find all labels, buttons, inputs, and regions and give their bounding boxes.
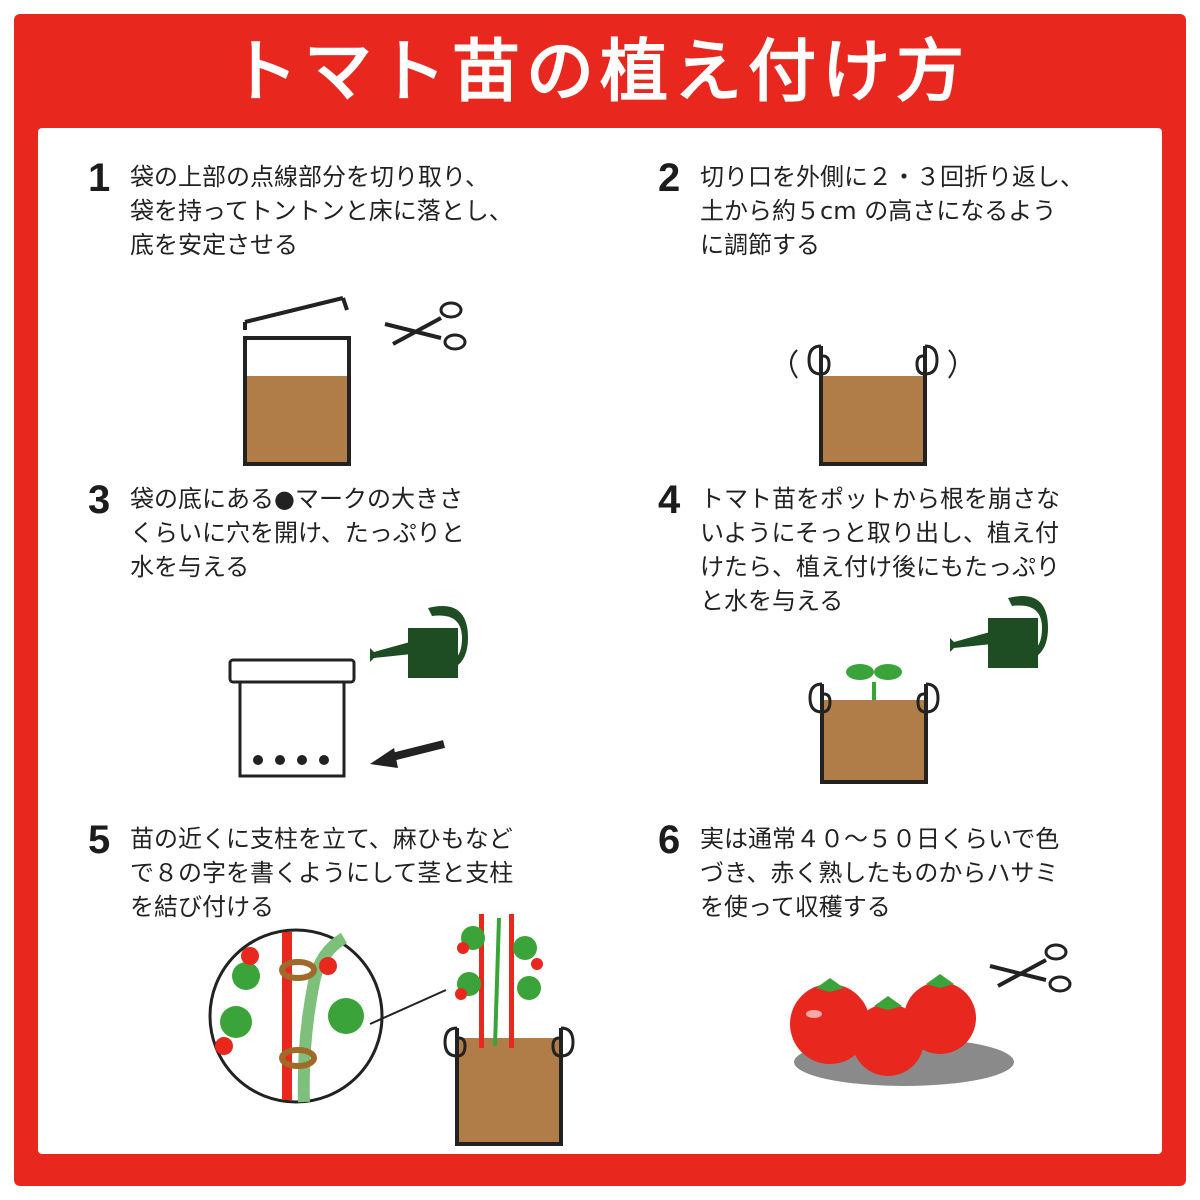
step-number: 3	[88, 478, 111, 522]
arrow-icon	[370, 740, 445, 768]
step-number: 4	[658, 478, 681, 522]
step-4: 4 トマト苗をポットから根を崩さな いようにそっと取り出し、植え付 けたら、植え…	[658, 478, 1138, 798]
tomato-plant-icon	[443, 914, 575, 1146]
step-text: トマト苗をポットから根を崩さな いようにそっと取り出し、植え付 けたら、植え付け…	[700, 485, 1060, 615]
step-number: 5	[88, 818, 111, 862]
seedling-bag-icon	[808, 664, 940, 784]
step-number: 1	[88, 156, 111, 200]
instructions-panel: 1 袋の上部の点線部分を切り取り、 袋を持ってトントンと床に落とし、 底を安定さ…	[38, 128, 1162, 1154]
step-text: 実は通常４０～５０日くらいで色 づき、赤く熟したものからハサミ を使って収穫する	[700, 825, 1060, 921]
tomatoes-icon	[790, 974, 1014, 1086]
step-text: 袋の上部の点線部分を切り取り、 袋を持ってトントンと床に落とし、 底を安定させる	[130, 163, 513, 259]
step-number: 6	[658, 818, 681, 862]
step-3: 3 袋の底にある●マークの大きさ くらいに穴を開け、たっぷりと 水を与える	[88, 478, 588, 798]
step-5: 5 苗の近くに支柱を立て、麻ひもなど で８の字を書くようにして茎と支柱 を結び付…	[88, 818, 608, 1148]
pointer-line-icon	[369, 989, 447, 1025]
step-6: 6 実は通常４０～５０日くらいで色 づき、赤く熟したものからハサミ を使って収穫…	[658, 818, 1138, 1148]
scissors-icon	[384, 301, 467, 351]
folded-bag-icon	[790, 344, 956, 466]
step-text: 袋の底にある●マークの大きさ くらいに穴を開け、たっぷりと 水を与える	[130, 485, 465, 581]
step-1: 1 袋の上部の点線部分を切り取り、 袋を持ってトントンと床に落とし、 底を安定さ…	[88, 156, 588, 466]
watering-can-icon	[370, 606, 468, 678]
bag-with-soil-icon	[243, 296, 351, 466]
page-title: トマト苗の植え付け方	[229, 33, 970, 112]
step-text: 苗の近くに支柱を立て、麻ひもなど で８の字を書くようにして茎と支柱 を結び付ける	[130, 825, 514, 921]
step-text: 切り口を外側に２・３回折り返し、 土から約５cm の高さになるよう に調節する	[700, 163, 1084, 259]
bag-with-holes-icon	[228, 658, 356, 778]
step-2: 2 切り口を外側に２・３回折り返し、 土から約５cm の高さになるよう に調節す…	[658, 156, 1138, 466]
magnified-tie-icon	[208, 928, 384, 1104]
step-number: 2	[658, 156, 681, 200]
scissors-icon	[989, 943, 1072, 993]
watering-can-icon	[950, 596, 1048, 668]
